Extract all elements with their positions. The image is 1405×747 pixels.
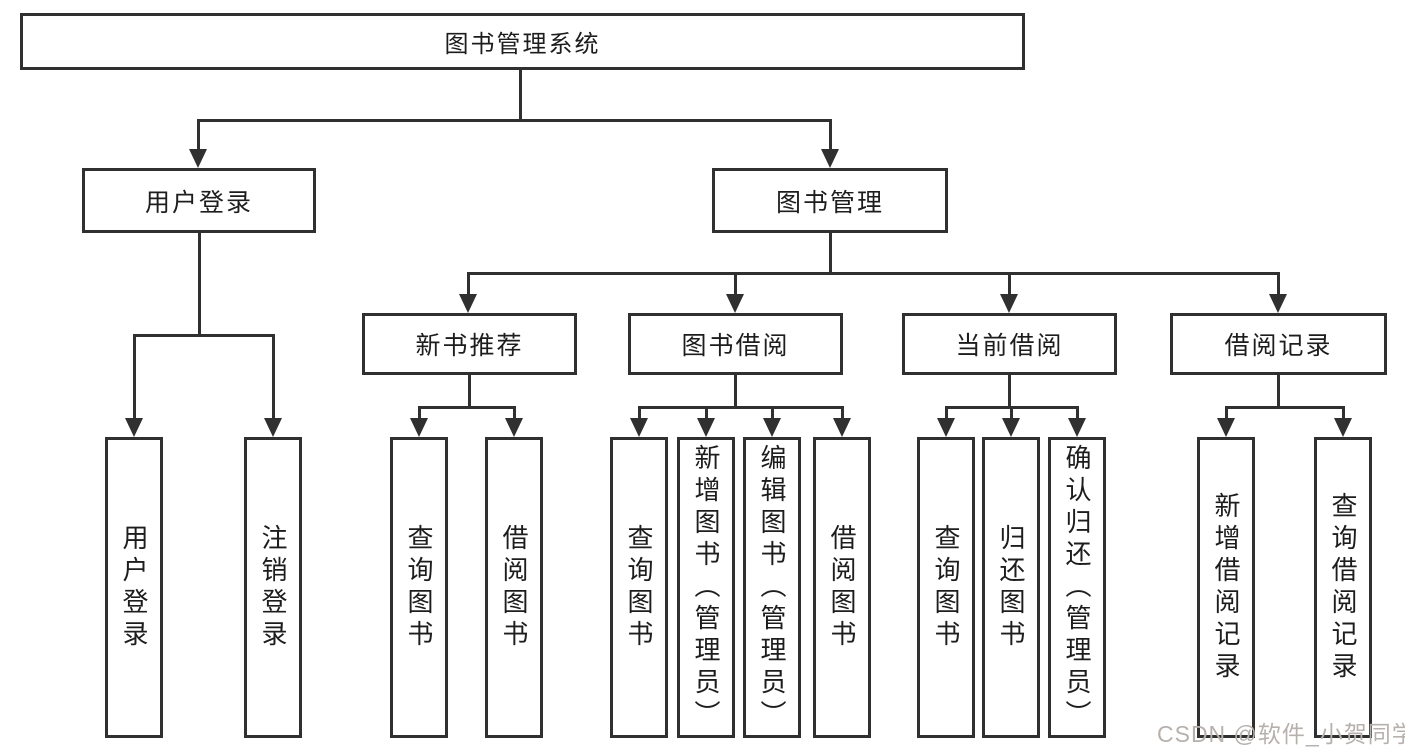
connector-line bbox=[467, 272, 1280, 275]
connector-line bbox=[638, 406, 844, 409]
leaf-borrow-borrow-book: 借阅图书 bbox=[813, 437, 871, 738]
connector-arrow bbox=[697, 418, 715, 437]
leaf-recommend-borrow-book: 借阅图书 bbox=[485, 437, 543, 738]
connector-line bbox=[734, 272, 737, 297]
connector-arrow bbox=[1269, 294, 1287, 313]
leaf-current-return-book: 归还图书 bbox=[982, 437, 1040, 738]
connector-line bbox=[771, 406, 774, 422]
connector-arrow bbox=[937, 418, 955, 437]
node-book-borrow: 图书借阅 bbox=[628, 313, 843, 375]
connector-line bbox=[734, 375, 737, 409]
watermark: CSDN @软件_小贺同学 bbox=[1157, 721, 1405, 747]
connector-arrow bbox=[1068, 418, 1086, 437]
connector-line bbox=[1225, 406, 1228, 422]
connector-arrow bbox=[410, 418, 428, 437]
connector-line bbox=[133, 334, 275, 337]
node-user-login: 用户登录 bbox=[82, 168, 316, 233]
connector-line bbox=[197, 119, 200, 153]
connector-line bbox=[841, 406, 844, 422]
connector-line bbox=[1277, 272, 1280, 297]
connector-arrow bbox=[833, 418, 851, 437]
leaf-borrow-query-book: 查询图书 bbox=[610, 437, 668, 738]
leaf-record-query-record: 查询借阅记录 bbox=[1314, 437, 1372, 738]
connector-arrow bbox=[125, 418, 143, 437]
connector-line bbox=[467, 272, 470, 297]
connector-line bbox=[1008, 272, 1011, 297]
node-current-borrow: 当前借阅 bbox=[902, 313, 1117, 375]
connector-line bbox=[1225, 406, 1345, 409]
connector-line bbox=[418, 406, 421, 422]
connector-arrow bbox=[1002, 418, 1020, 437]
connector-line bbox=[519, 67, 522, 122]
leaf-user-login: 用户登录 bbox=[105, 437, 163, 738]
connector-line bbox=[945, 406, 948, 422]
connector-line bbox=[1277, 375, 1280, 409]
connector-line bbox=[197, 119, 831, 122]
connector-arrow bbox=[1217, 418, 1235, 437]
connector-line bbox=[1076, 406, 1079, 422]
connector-arrow bbox=[763, 418, 781, 437]
connector-line bbox=[198, 233, 201, 337]
node-new-book-recommend: 新书推荐 bbox=[362, 313, 577, 375]
connector-line bbox=[513, 406, 516, 422]
connector-line bbox=[1008, 375, 1011, 409]
leaf-logout: 注销登录 bbox=[244, 437, 302, 738]
connector-arrow bbox=[1000, 294, 1018, 313]
connector-line bbox=[272, 334, 275, 422]
connector-arrow bbox=[505, 418, 523, 437]
node-borrow-record: 借阅记录 bbox=[1170, 313, 1387, 375]
connector-arrow bbox=[459, 294, 477, 313]
leaf-current-query-book: 查询图书 bbox=[917, 437, 975, 738]
connector-line bbox=[418, 406, 516, 409]
node-book-management: 图书管理 bbox=[712, 168, 948, 233]
connector-arrow bbox=[726, 294, 744, 313]
connector-arrow bbox=[821, 149, 839, 168]
leaf-borrow-edit-book-admin: 编辑图书（管理员） bbox=[743, 437, 801, 738]
connector-line bbox=[468, 375, 471, 409]
leaf-current-confirm-return-admin: 确认归还（管理员） bbox=[1048, 437, 1106, 738]
connector-line bbox=[638, 406, 641, 422]
node-library-management-system: 图书管理系统 bbox=[20, 13, 1025, 70]
leaf-recommend-query-book: 查询图书 bbox=[390, 437, 448, 738]
connector-line bbox=[133, 334, 136, 422]
connector-line bbox=[829, 233, 832, 275]
connector-line bbox=[1010, 406, 1013, 422]
connector-arrow bbox=[189, 149, 207, 168]
connector-line bbox=[1342, 406, 1345, 422]
connector-arrow bbox=[264, 418, 282, 437]
connector-line bbox=[829, 119, 832, 153]
leaf-record-add-record: 新增借阅记录 bbox=[1197, 437, 1255, 738]
connector-arrow bbox=[630, 418, 648, 437]
leaf-borrow-add-book-admin: 新增图书（管理员） bbox=[677, 437, 735, 738]
connector-arrow bbox=[1334, 418, 1352, 437]
connector-line bbox=[705, 406, 708, 422]
